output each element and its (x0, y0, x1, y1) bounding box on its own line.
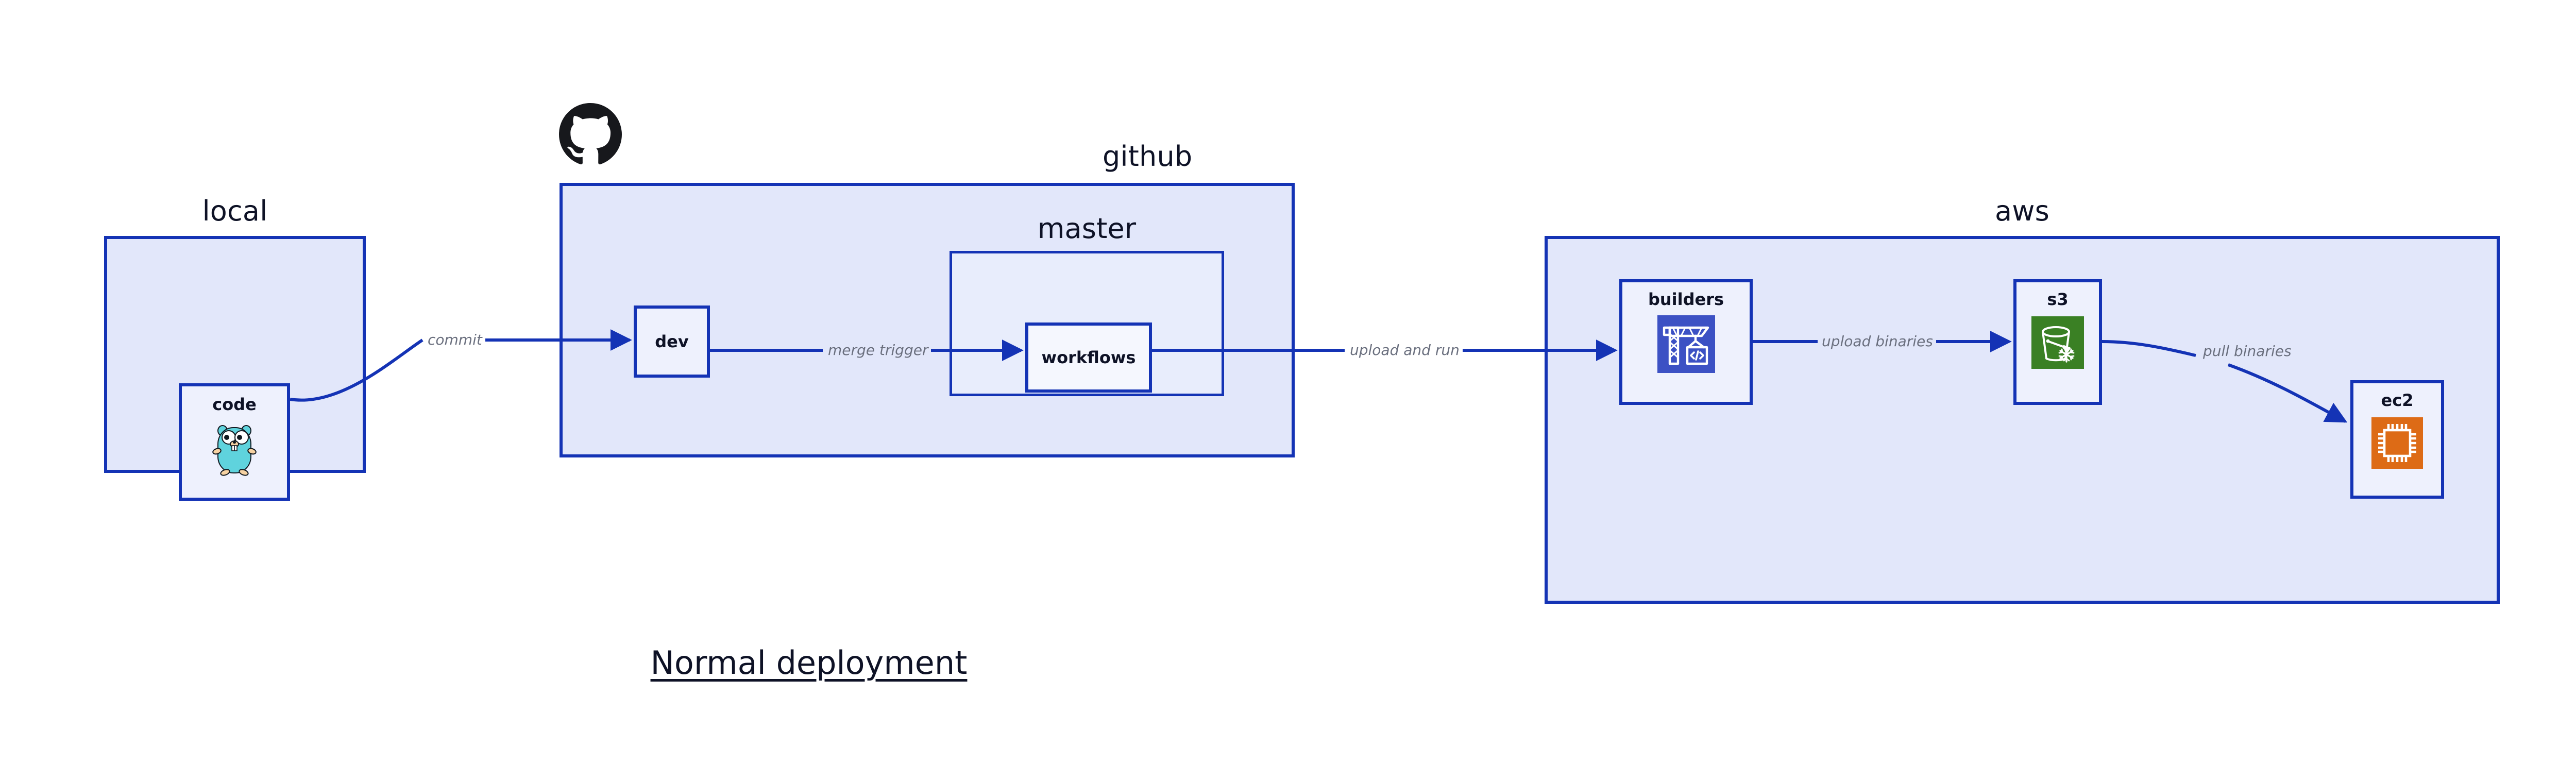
node-dev[interactable]: dev (634, 305, 710, 378)
node-label-dev: dev (655, 332, 689, 351)
github-octocat-icon (559, 103, 622, 164)
group-label-github: github (1103, 140, 1193, 173)
node-label-ec2: ec2 (2381, 390, 2414, 410)
aws-s3-bucket-icon (2031, 316, 2084, 369)
aws-codebuild-icon (1657, 315, 1715, 373)
node-label-workflows: workflows (1041, 348, 1136, 367)
node-ec2[interactable]: ec2 (2350, 380, 2444, 499)
edge-label-upload-binaries: upload binaries (1819, 334, 1936, 349)
node-code[interactable]: code (179, 383, 290, 501)
node-label-builders: builders (1648, 290, 1724, 309)
diagram-caption: Normal deployment (650, 644, 968, 682)
node-label-code: code (212, 395, 257, 414)
edge-label-merge-trigger: merge trigger (825, 343, 931, 358)
group-label-local: local (202, 195, 268, 227)
node-workflows[interactable]: workflows (1025, 322, 1152, 393)
group-label-master: master (1037, 212, 1137, 245)
edge-label-upload-and-run: upload and run (1347, 343, 1463, 358)
node-builders[interactable]: builders (1619, 279, 1753, 405)
node-label-s3: s3 (2047, 290, 2069, 309)
node-s3[interactable]: s3 (2013, 279, 2102, 405)
aws-ec2-chip-icon (2371, 417, 2423, 469)
group-label-aws: aws (1995, 195, 2049, 227)
edge-label-commit: commit (425, 333, 485, 347)
edge-label-pull-binaries: pull binaries (2200, 344, 2295, 359)
go-gopher-icon (212, 425, 257, 476)
